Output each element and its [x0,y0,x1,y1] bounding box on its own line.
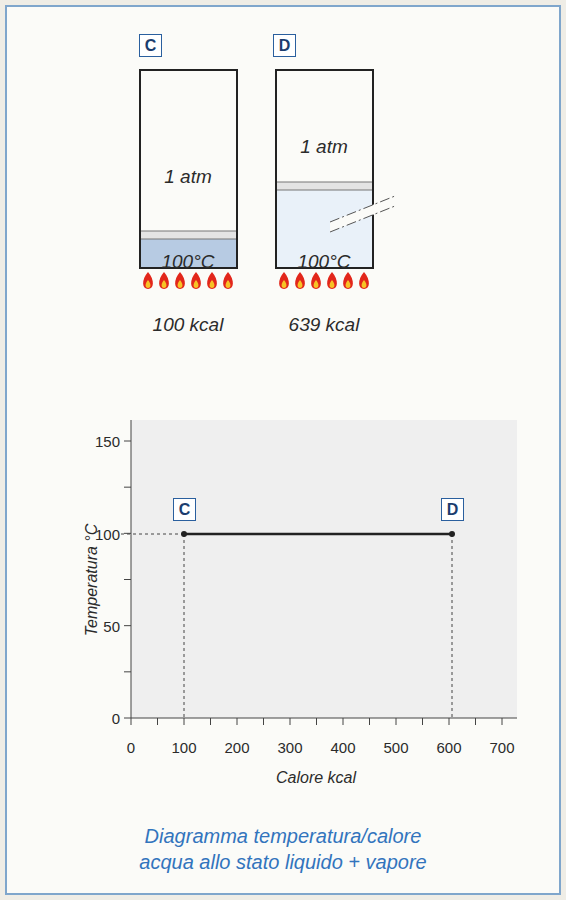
state-value: 100°C [161,251,214,273]
state-value: 100°C [297,251,350,273]
cylinder-wall [140,70,237,268]
y-axis [131,420,132,718]
x-tick: 500 [383,739,408,756]
data-point [181,531,187,537]
y-axis-title: Temperatura °C [83,524,101,637]
guide-line [121,534,184,535]
guide-line [184,534,185,718]
x-tick: 0 [127,739,135,756]
guide-line [452,534,453,718]
piston [140,231,237,239]
break-line [330,206,395,232]
heat-amount: 639 kcal [289,314,360,336]
x-axis [131,718,517,719]
y-tick: 150 [95,433,120,450]
flames [143,272,369,289]
point-label-box: D [273,34,296,57]
x-tick: 400 [330,739,355,756]
heat-amount: 100 kcal [153,314,224,336]
point-label-box: C [139,34,162,57]
break-line [330,196,395,222]
point-letter: D [447,501,459,519]
axis-ticks [124,441,502,725]
y-tick: 0 [112,710,120,727]
x-tick: 700 [489,739,514,756]
point-letter: C [179,501,191,519]
cylinder: 1 atm100°C639 kcal [275,70,374,269]
state-value: 1 atm [164,166,212,188]
plot-area [131,420,517,718]
cylinder-wall [276,70,373,268]
state-value: 1 atm [300,136,348,158]
point-label-box: C [173,498,196,521]
data-point [449,531,455,537]
x-tick: 200 [224,739,249,756]
point-letter: D [279,37,291,55]
x-tick: 100 [171,739,196,756]
x-tick: 300 [277,739,302,756]
data-line [184,533,452,536]
x-axis-title: Calore kcal [276,769,356,787]
y-tick: 50 [103,618,120,635]
x-tick: 600 [436,739,461,756]
piston [276,182,373,190]
cylinder: 1 atm100°C100 kcal [139,70,238,269]
figure-caption: Diagramma temperatura/calore acqua allo … [118,823,448,875]
point-letter: C [145,37,157,55]
break-gap [330,196,395,232]
point-label-box: D [441,498,464,521]
